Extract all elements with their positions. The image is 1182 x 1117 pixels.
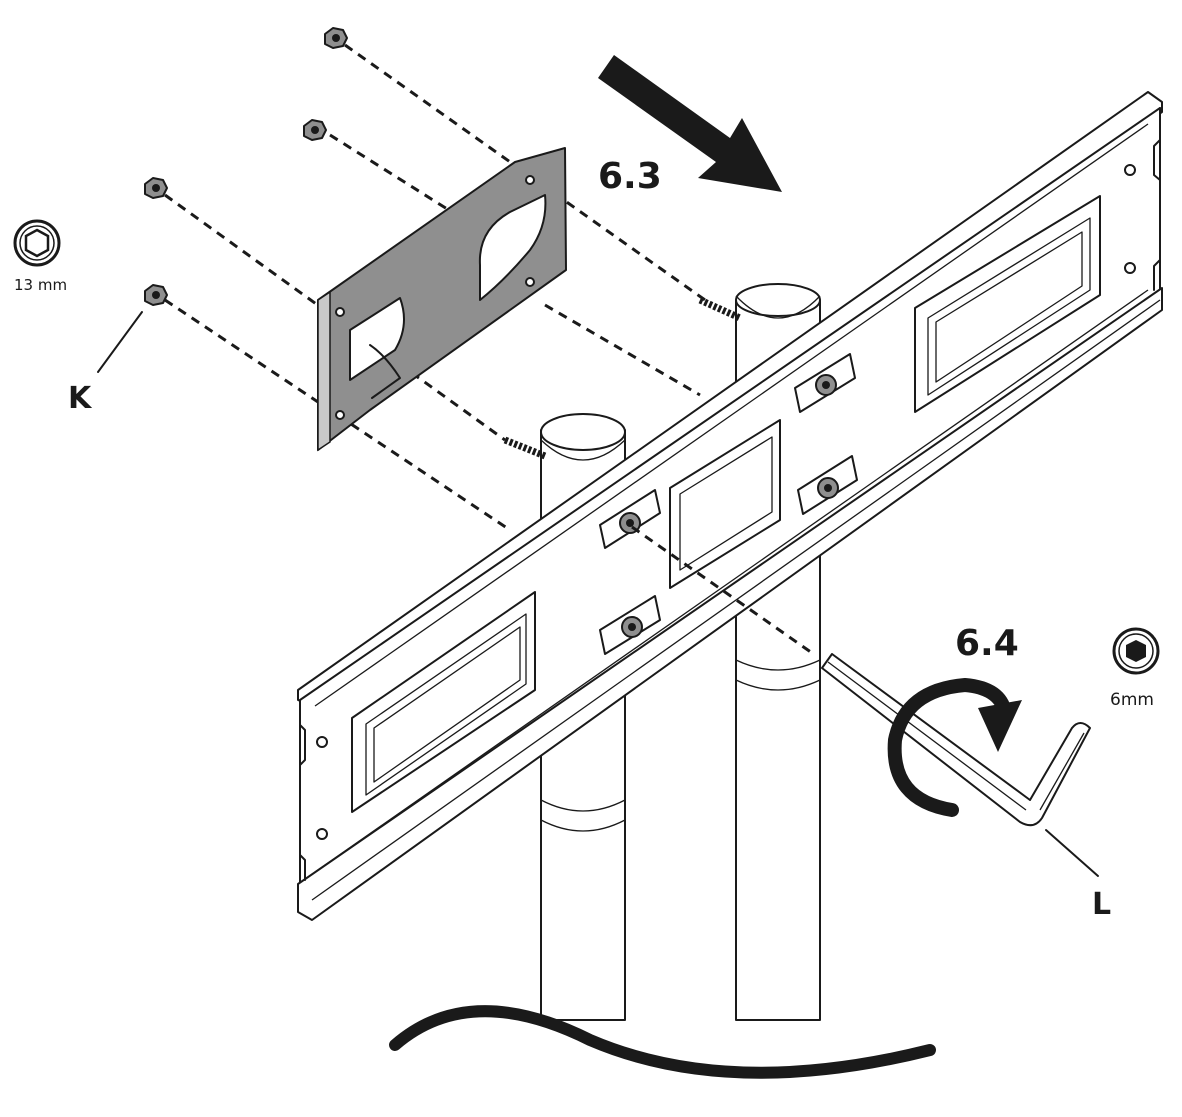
nut-3 (144, 177, 168, 199)
mounting-plate (297, 91, 1163, 921)
hex-key-icon (1112, 627, 1160, 675)
wrench-leader-line (1045, 829, 1099, 877)
nut-1 (324, 27, 348, 49)
plate-center-recess (669, 419, 781, 589)
threaded-studs (503, 296, 742, 460)
arrow-icon (598, 55, 782, 192)
step-6-3-label: 6.3 (598, 156, 662, 197)
nut-leader-line (97, 311, 143, 373)
hex-key-size: 6mm (1110, 690, 1154, 710)
wrench-part-label: L (1092, 887, 1111, 922)
hexagon-socket-icon (13, 219, 61, 267)
plate-bolt-slots (599, 353, 858, 655)
nut-2 (303, 119, 327, 141)
flange-nuts (144, 27, 348, 306)
hex-key (821, 653, 1091, 827)
adapter-bracket (317, 147, 567, 452)
rear-pole-top (735, 283, 821, 317)
step-6-4-label: 6.4 (955, 623, 1019, 664)
front-pole-top (540, 413, 626, 451)
nut-4 (144, 284, 168, 306)
rotate-clockwise-icon (887, 677, 1022, 817)
nut-part-label: K (68, 381, 93, 416)
break-line (389, 1005, 936, 1079)
nut-socket-size: 13 mm (14, 276, 67, 294)
plate-left-recess (351, 591, 536, 813)
plate-right-recess (914, 195, 1101, 413)
